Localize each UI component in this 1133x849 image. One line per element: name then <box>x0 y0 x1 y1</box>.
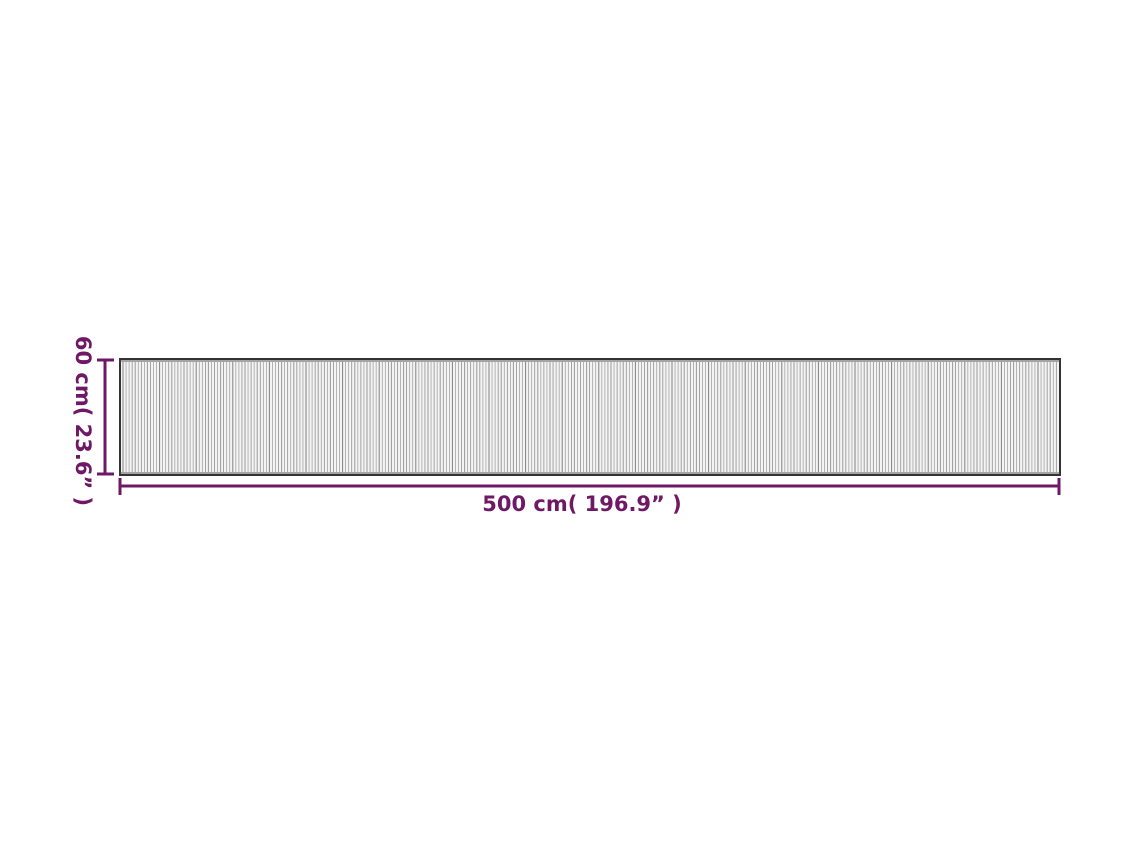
width-dimension: 500 cm( 196.9” ) <box>118 478 1061 516</box>
mat-slats <box>122 362 1057 472</box>
height-dimension: 60 cm( 23.6” ) <box>71 336 114 506</box>
height-dimension-label: 60 cm( 23.6” ) <box>71 336 95 506</box>
width-dimension-label: 500 cm( 196.9” ) <box>482 492 682 516</box>
mat-drawing <box>119 358 1061 476</box>
